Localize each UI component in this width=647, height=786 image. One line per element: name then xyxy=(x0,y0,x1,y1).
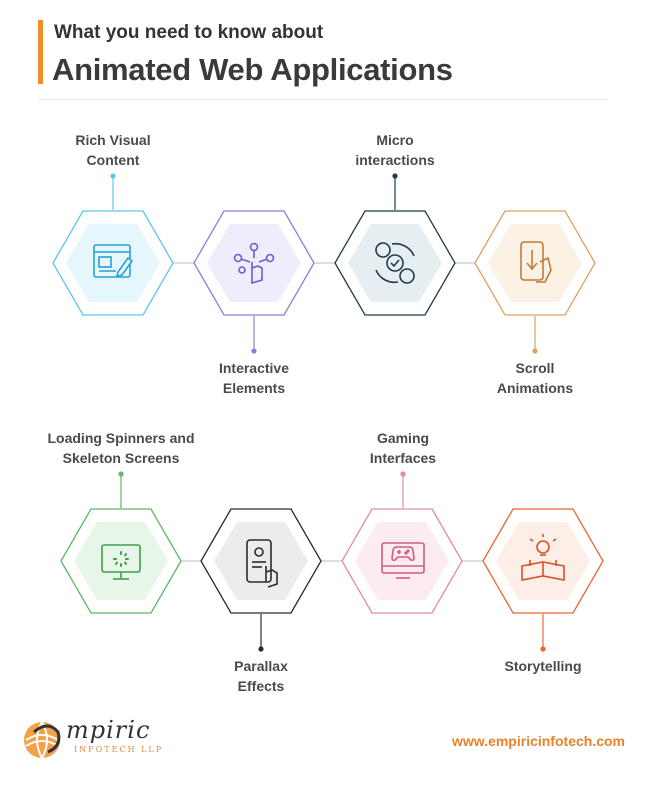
hex-interactive-elements xyxy=(193,210,315,354)
hex-micro-interactions xyxy=(334,173,456,316)
hex-parallax-effects xyxy=(200,508,322,652)
header-divider xyxy=(38,99,608,100)
phone-scroll-icon xyxy=(520,241,552,283)
logo-wordmark: mpiric xyxy=(66,716,151,744)
hex-scroll-animations xyxy=(474,210,596,354)
webpage-edit-icon xyxy=(93,244,134,278)
hex-rich-visual-content xyxy=(52,173,174,316)
label-parallax-effects: Parallax Effects xyxy=(234,658,288,694)
tap-gesture-icon xyxy=(233,242,275,285)
hex-loading-spinners xyxy=(60,471,182,614)
label-scroll-animations: Scroll Animations xyxy=(496,360,574,396)
label-storytelling: Storytelling xyxy=(504,658,582,674)
hex-gaming-interfaces xyxy=(341,471,463,614)
label-gaming-interfaces: Gaming Interfaces xyxy=(369,430,437,466)
page-subtitle: What you need to know about xyxy=(54,22,324,43)
page-title: Animated Web Applications xyxy=(52,52,453,87)
label-rich-visual-content: Rich Visual Content xyxy=(75,132,151,168)
label-loading-spinners: Loading Spinners and Skeleton Screens xyxy=(47,430,195,466)
label-micro-interactions: Micro interactions xyxy=(355,132,435,168)
label-interactive-elements: Interactive Elements xyxy=(218,360,290,396)
user-sync-icon xyxy=(375,242,415,284)
website-link[interactable]: www.empiricinfotech.com xyxy=(452,733,625,749)
monitor-spinner-icon xyxy=(101,544,141,580)
hex-storytelling xyxy=(482,508,604,652)
accent-bar xyxy=(38,20,43,84)
idea-book-icon xyxy=(521,534,565,581)
phone-parallax-icon xyxy=(246,539,278,588)
globe-logo-icon xyxy=(24,721,61,759)
company-logo: mpiric INFOTECH LLP xyxy=(18,712,168,768)
monitor-gamepad-icon xyxy=(381,542,425,579)
logo-subtitle: INFOTECH LLP xyxy=(74,745,164,754)
